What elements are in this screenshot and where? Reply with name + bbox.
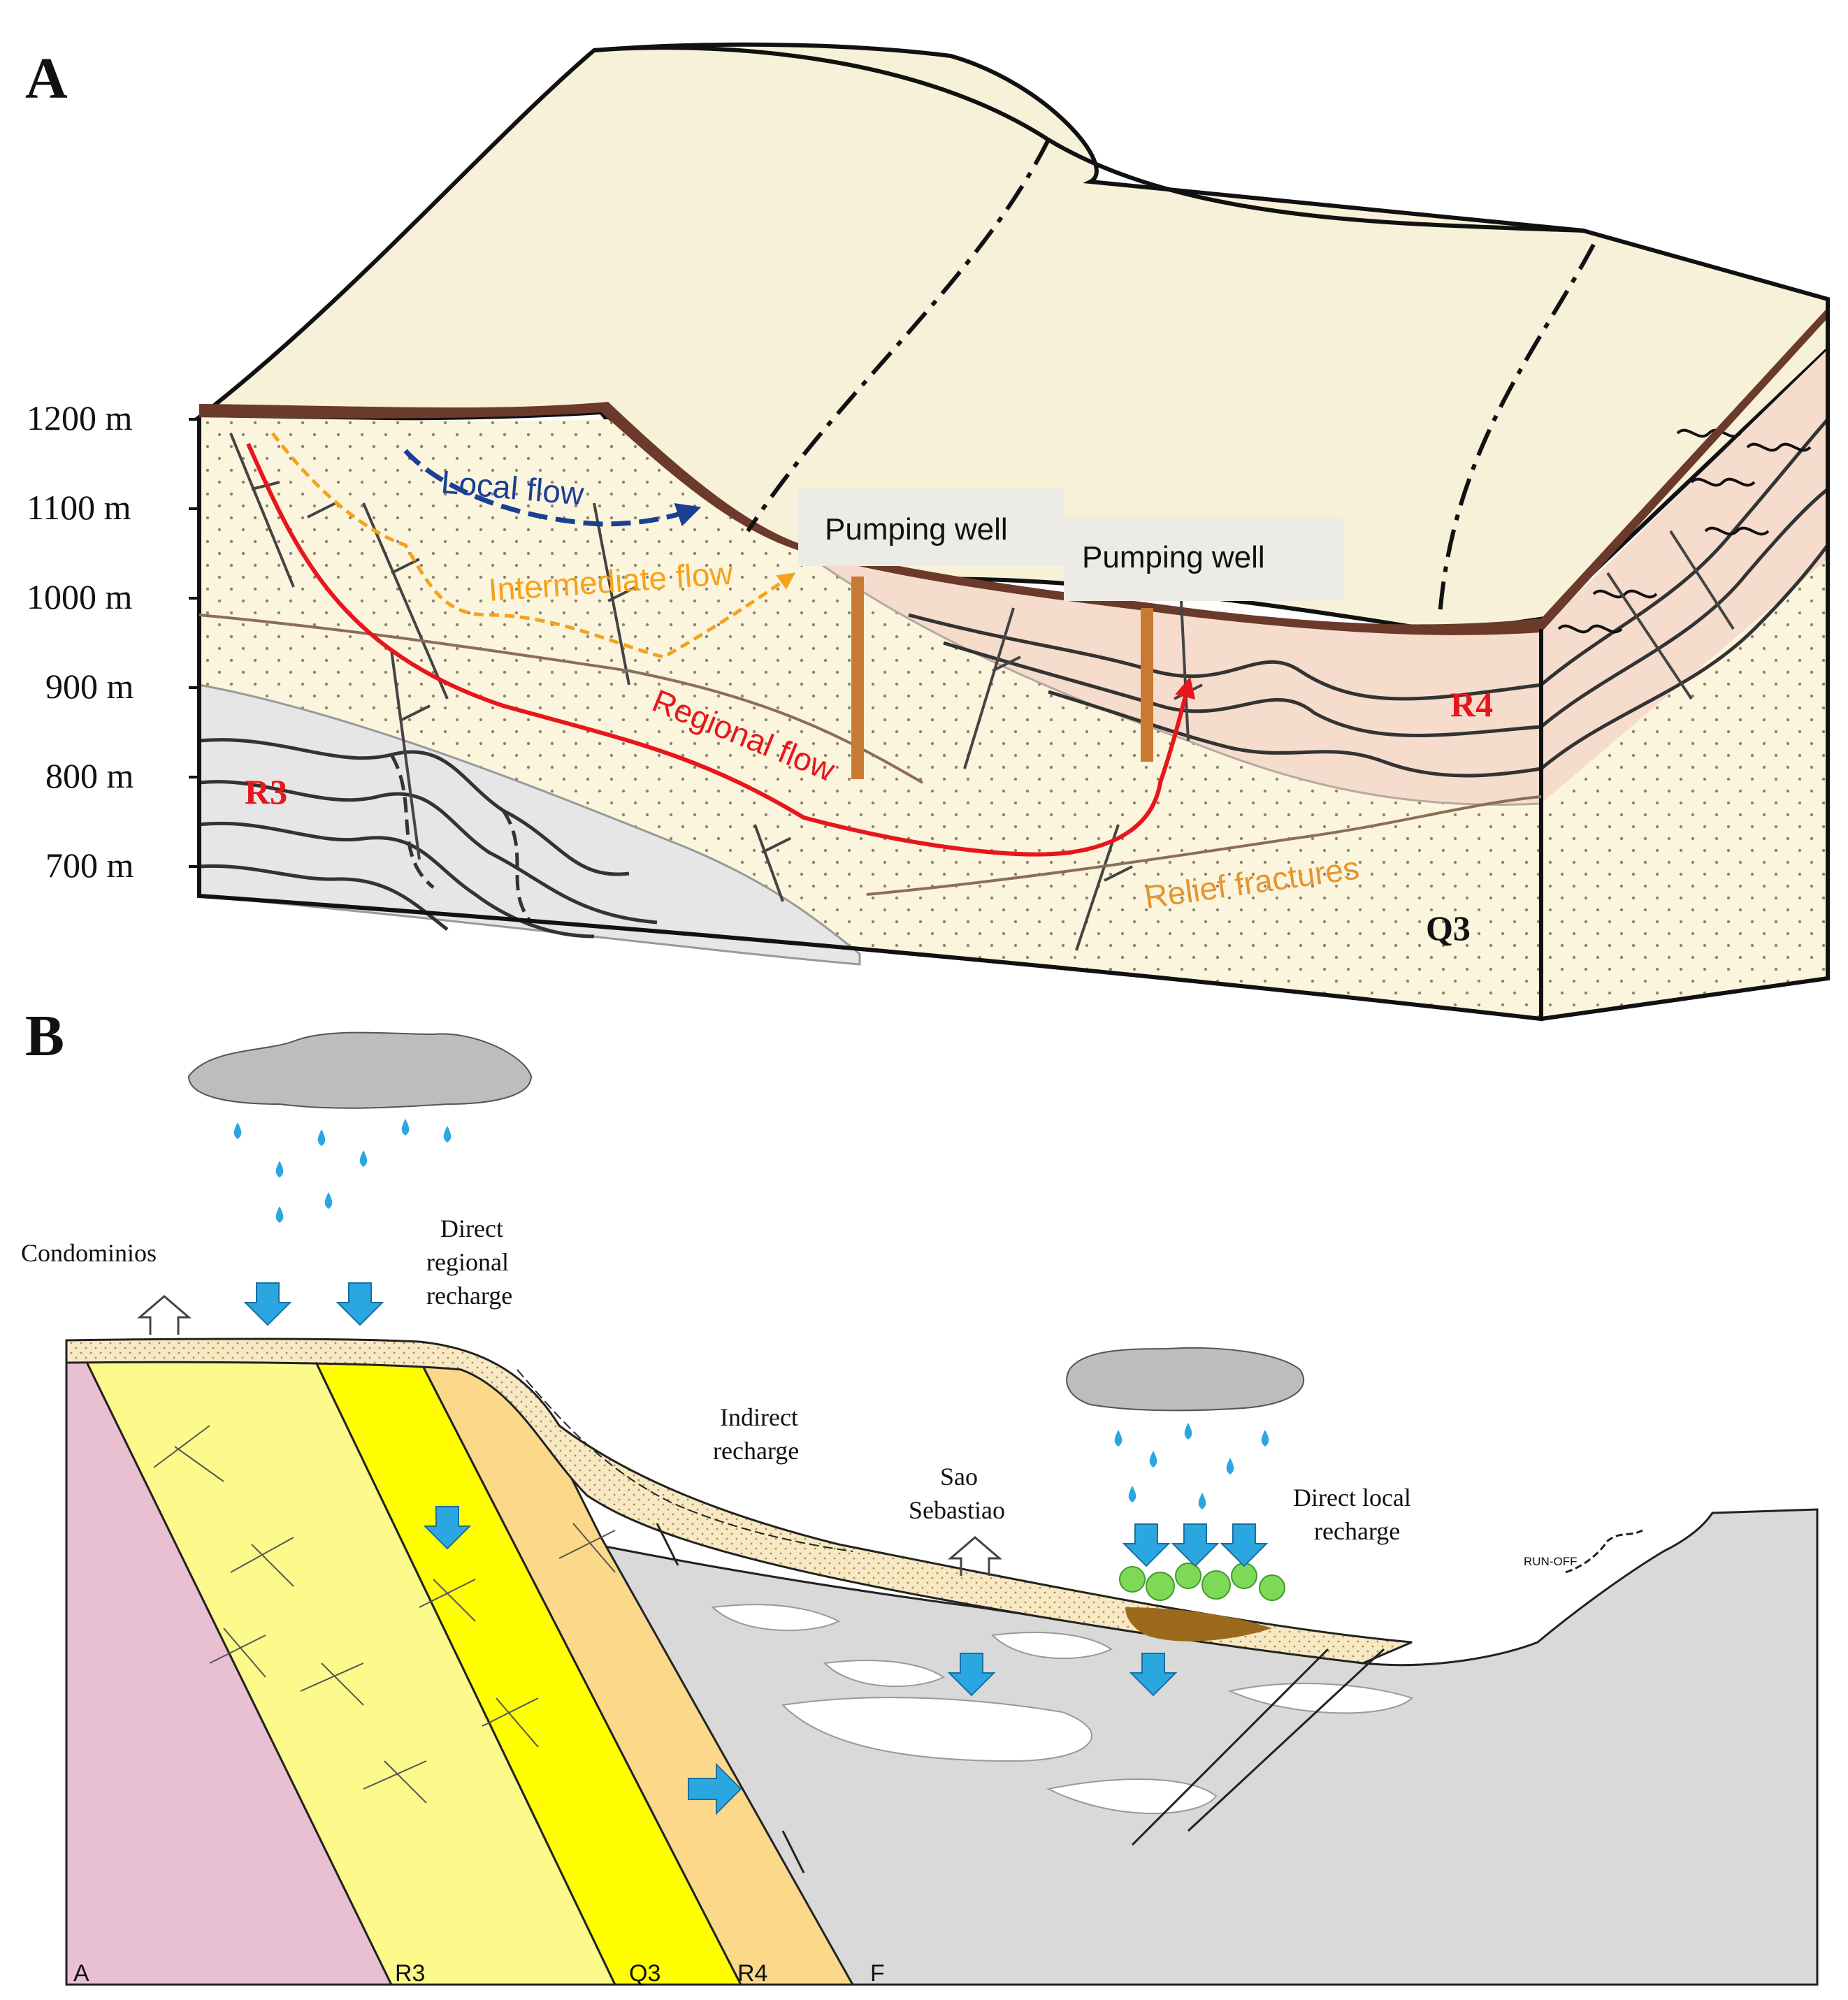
unit-r4-label: R4 bbox=[1450, 685, 1493, 724]
panel-a: A bbox=[25, 42, 1830, 1022]
regional-flow-arrow bbox=[246, 442, 1196, 857]
faults bbox=[746, 138, 1596, 616]
soil-layer-left bbox=[199, 402, 804, 552]
elevation-axis: 1200 m 1100 m 1000 m 900 m 800 m 700 m bbox=[27, 398, 199, 885]
elev-700: 700 m bbox=[45, 846, 134, 885]
well-1: Pumping well bbox=[798, 489, 1064, 779]
indirect-flow-lines bbox=[517, 1369, 853, 1552]
relief-fracture-lines bbox=[198, 614, 1542, 896]
label-indirect-2: recharge bbox=[713, 1437, 799, 1465]
recharge-arrows bbox=[245, 1282, 1267, 1816]
unit-q3-label: Q3 bbox=[1426, 908, 1471, 948]
label-direct-local-2: recharge bbox=[1314, 1517, 1400, 1545]
b-faults bbox=[656, 1523, 1385, 1874]
rain-right bbox=[1114, 1423, 1269, 1509]
elev-1000: 1000 m bbox=[27, 577, 133, 616]
elev-900: 900 m bbox=[45, 667, 134, 706]
panel-b: B bbox=[21, 1003, 1819, 1987]
label-direct-local-1: Direct local bbox=[1293, 1484, 1411, 1512]
fracture-grid bbox=[153, 1425, 616, 1804]
label-direct-regional-1: Direct bbox=[440, 1215, 503, 1242]
trees bbox=[1119, 1563, 1285, 1601]
unit-r3-b-label: R3 bbox=[395, 1960, 425, 1987]
cloud-2 bbox=[1066, 1347, 1305, 1412]
unit-f-label: F bbox=[870, 1960, 885, 1987]
elev-1100: 1100 m bbox=[27, 488, 131, 527]
well-2: Pumping well bbox=[1064, 517, 1343, 762]
elev-800: 800 m bbox=[45, 756, 134, 795]
label-sao: Sao bbox=[940, 1463, 978, 1491]
unit-q3-b-label: Q3 bbox=[629, 1960, 660, 1987]
runoff-line bbox=[1565, 1529, 1643, 1574]
label-indirect-1: Indirect bbox=[720, 1403, 798, 1431]
rain-left bbox=[233, 1119, 452, 1223]
cloud-1 bbox=[187, 1031, 533, 1109]
label-runoff: RUN-OFF bbox=[1524, 1555, 1577, 1568]
label-sebastiao: Sebastiao bbox=[909, 1496, 1005, 1524]
label-direct-regional-2: regional bbox=[426, 1248, 509, 1276]
panel-b-letter: B bbox=[25, 1003, 64, 1068]
karst-blocks bbox=[711, 1604, 1413, 1814]
wetland-lens bbox=[1125, 1607, 1272, 1642]
well-2-label: Pumping well bbox=[1082, 540, 1265, 574]
well-1-label: Pumping well bbox=[825, 512, 1008, 546]
unit-r3-label: R3 bbox=[245, 772, 287, 811]
panel-a-letter: A bbox=[25, 46, 68, 111]
wavy-cap bbox=[1557, 428, 1812, 634]
elev-1200: 1200 m bbox=[27, 398, 133, 437]
label-condominios: Condominios bbox=[21, 1239, 157, 1267]
label-direct-regional-3: recharge bbox=[426, 1282, 512, 1310]
unit-r4-b-label: R4 bbox=[737, 1960, 767, 1987]
intermediate-flow-arrow bbox=[271, 432, 796, 659]
unit-a-label: A bbox=[73, 1960, 89, 1987]
house-icons bbox=[136, 1295, 1003, 1576]
soil-cover bbox=[65, 1338, 1413, 1665]
